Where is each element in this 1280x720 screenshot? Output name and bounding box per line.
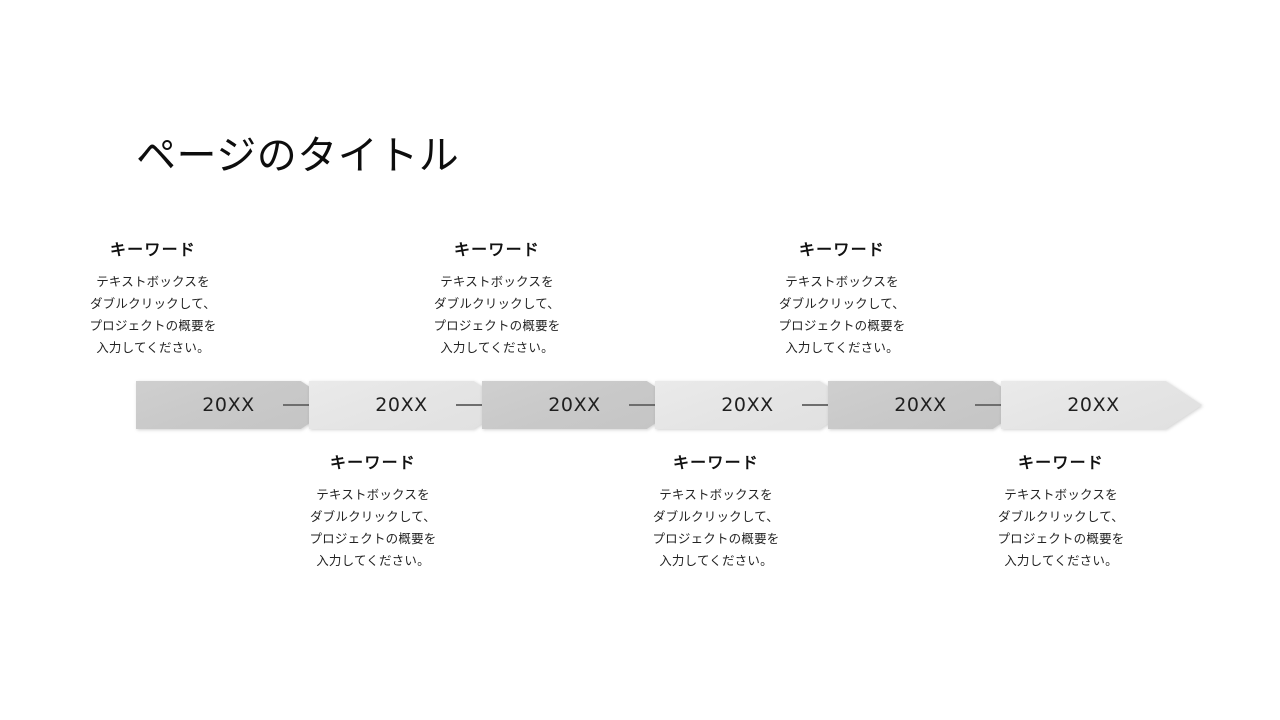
caption-below-3: キーワード テキストボックスを ダブルクリックして、 プロジェクトの概要を 入力…	[956, 453, 1166, 572]
caption-line: プロジェクトの概要を	[997, 531, 1125, 547]
caption-line: 入力してください。	[440, 340, 554, 356]
milestone-year: 20XX	[721, 394, 774, 416]
milestone-year: 20XX	[894, 394, 947, 416]
caption-heading: キーワード	[109, 240, 196, 259]
caption-heading: キーワード	[1017, 453, 1104, 472]
page-title: ページのタイトル	[136, 133, 460, 179]
timeline-band: 20XX 20XX 20XX 20XX 20XX 20XX	[136, 381, 1202, 429]
caption-line: 入力してください。	[316, 553, 430, 569]
timeline-connector-3	[629, 404, 663, 406]
caption-line: テキストボックスを	[659, 487, 773, 503]
caption-heading: キーワード	[798, 240, 885, 259]
caption-heading: キーワード	[453, 240, 540, 259]
caption-heading: キーワード	[329, 453, 416, 472]
caption-line: ダブルクリックして、	[433, 296, 560, 312]
caption-below-2: キーワード テキストボックスを ダブルクリックして、 プロジェクトの概要を 入力…	[611, 453, 821, 572]
caption-line: ダブルクリックして、	[652, 509, 779, 525]
caption-above-2: キーワード テキストボックスを ダブルクリックして、 プロジェクトの概要を 入力…	[392, 240, 602, 359]
timeline-milestone-5[interactable]: 20XX	[828, 381, 1029, 429]
caption-body: テキストボックスを ダブルクリックして、 プロジェクトの概要を 入力してください…	[268, 484, 478, 572]
caption-line: ダブルクリックして、	[89, 296, 216, 312]
caption-body: テキストボックスを ダブルクリックして、 プロジェクトの概要を 入力してください…	[392, 271, 602, 359]
caption-above-3: キーワード テキストボックスを ダブルクリックして、 プロジェクトの概要を 入力…	[737, 240, 947, 359]
caption-line: ダブルクリックして、	[309, 509, 436, 525]
timeline-milestone-6[interactable]: 20XX	[1001, 381, 1202, 429]
caption-line: テキストボックスを	[1004, 487, 1118, 503]
timeline-connector-4	[802, 404, 836, 406]
caption-line: 入力してください。	[785, 340, 899, 356]
caption-line: テキストボックスを	[440, 274, 554, 290]
caption-body: テキストボックスを ダブルクリックして、 プロジェクトの概要を 入力してください…	[611, 484, 821, 572]
chevron-shape	[1001, 381, 1202, 429]
timeline-milestone-2[interactable]: 20XX	[309, 381, 510, 429]
caption-line: プロジェクトの概要を	[433, 318, 561, 334]
caption-line: テキストボックスを	[785, 274, 899, 290]
timeline-connector-1	[283, 404, 317, 406]
caption-body: テキストボックスを ダブルクリックして、 プロジェクトの概要を 入力してください…	[48, 271, 258, 359]
caption-body: テキストボックスを ダブルクリックして、 プロジェクトの概要を 入力してください…	[737, 271, 947, 359]
caption-line: プロジェクトの概要を	[89, 318, 217, 334]
caption-line: プロジェクトの概要を	[778, 318, 906, 334]
caption-line: プロジェクトの概要を	[309, 531, 437, 547]
caption-line: テキストボックスを	[96, 274, 210, 290]
caption-line: 入力してください。	[659, 553, 773, 569]
milestone-year: 20XX	[202, 394, 255, 416]
milestone-year: 20XX	[548, 394, 601, 416]
caption-above-1: キーワード テキストボックスを ダブルクリックして、 プロジェクトの概要を 入力…	[48, 240, 258, 359]
milestone-year: 20XX	[375, 394, 428, 416]
caption-line: 入力してください。	[96, 340, 210, 356]
milestone-year: 20XX	[1067, 394, 1120, 416]
caption-line: 入力してください。	[1004, 553, 1118, 569]
caption-line: テキストボックスを	[316, 487, 430, 503]
caption-body: テキストボックスを ダブルクリックして、 プロジェクトの概要を 入力してください…	[956, 484, 1166, 572]
caption-line: ダブルクリックして、	[997, 509, 1124, 525]
caption-line: ダブルクリックして、	[778, 296, 905, 312]
caption-below-1: キーワード テキストボックスを ダブルクリックして、 プロジェクトの概要を 入力…	[268, 453, 478, 572]
caption-heading: キーワード	[672, 453, 759, 472]
timeline-connector-2	[456, 404, 490, 406]
timeline-connector-5	[975, 404, 1009, 406]
caption-line: プロジェクトの概要を	[652, 531, 780, 547]
